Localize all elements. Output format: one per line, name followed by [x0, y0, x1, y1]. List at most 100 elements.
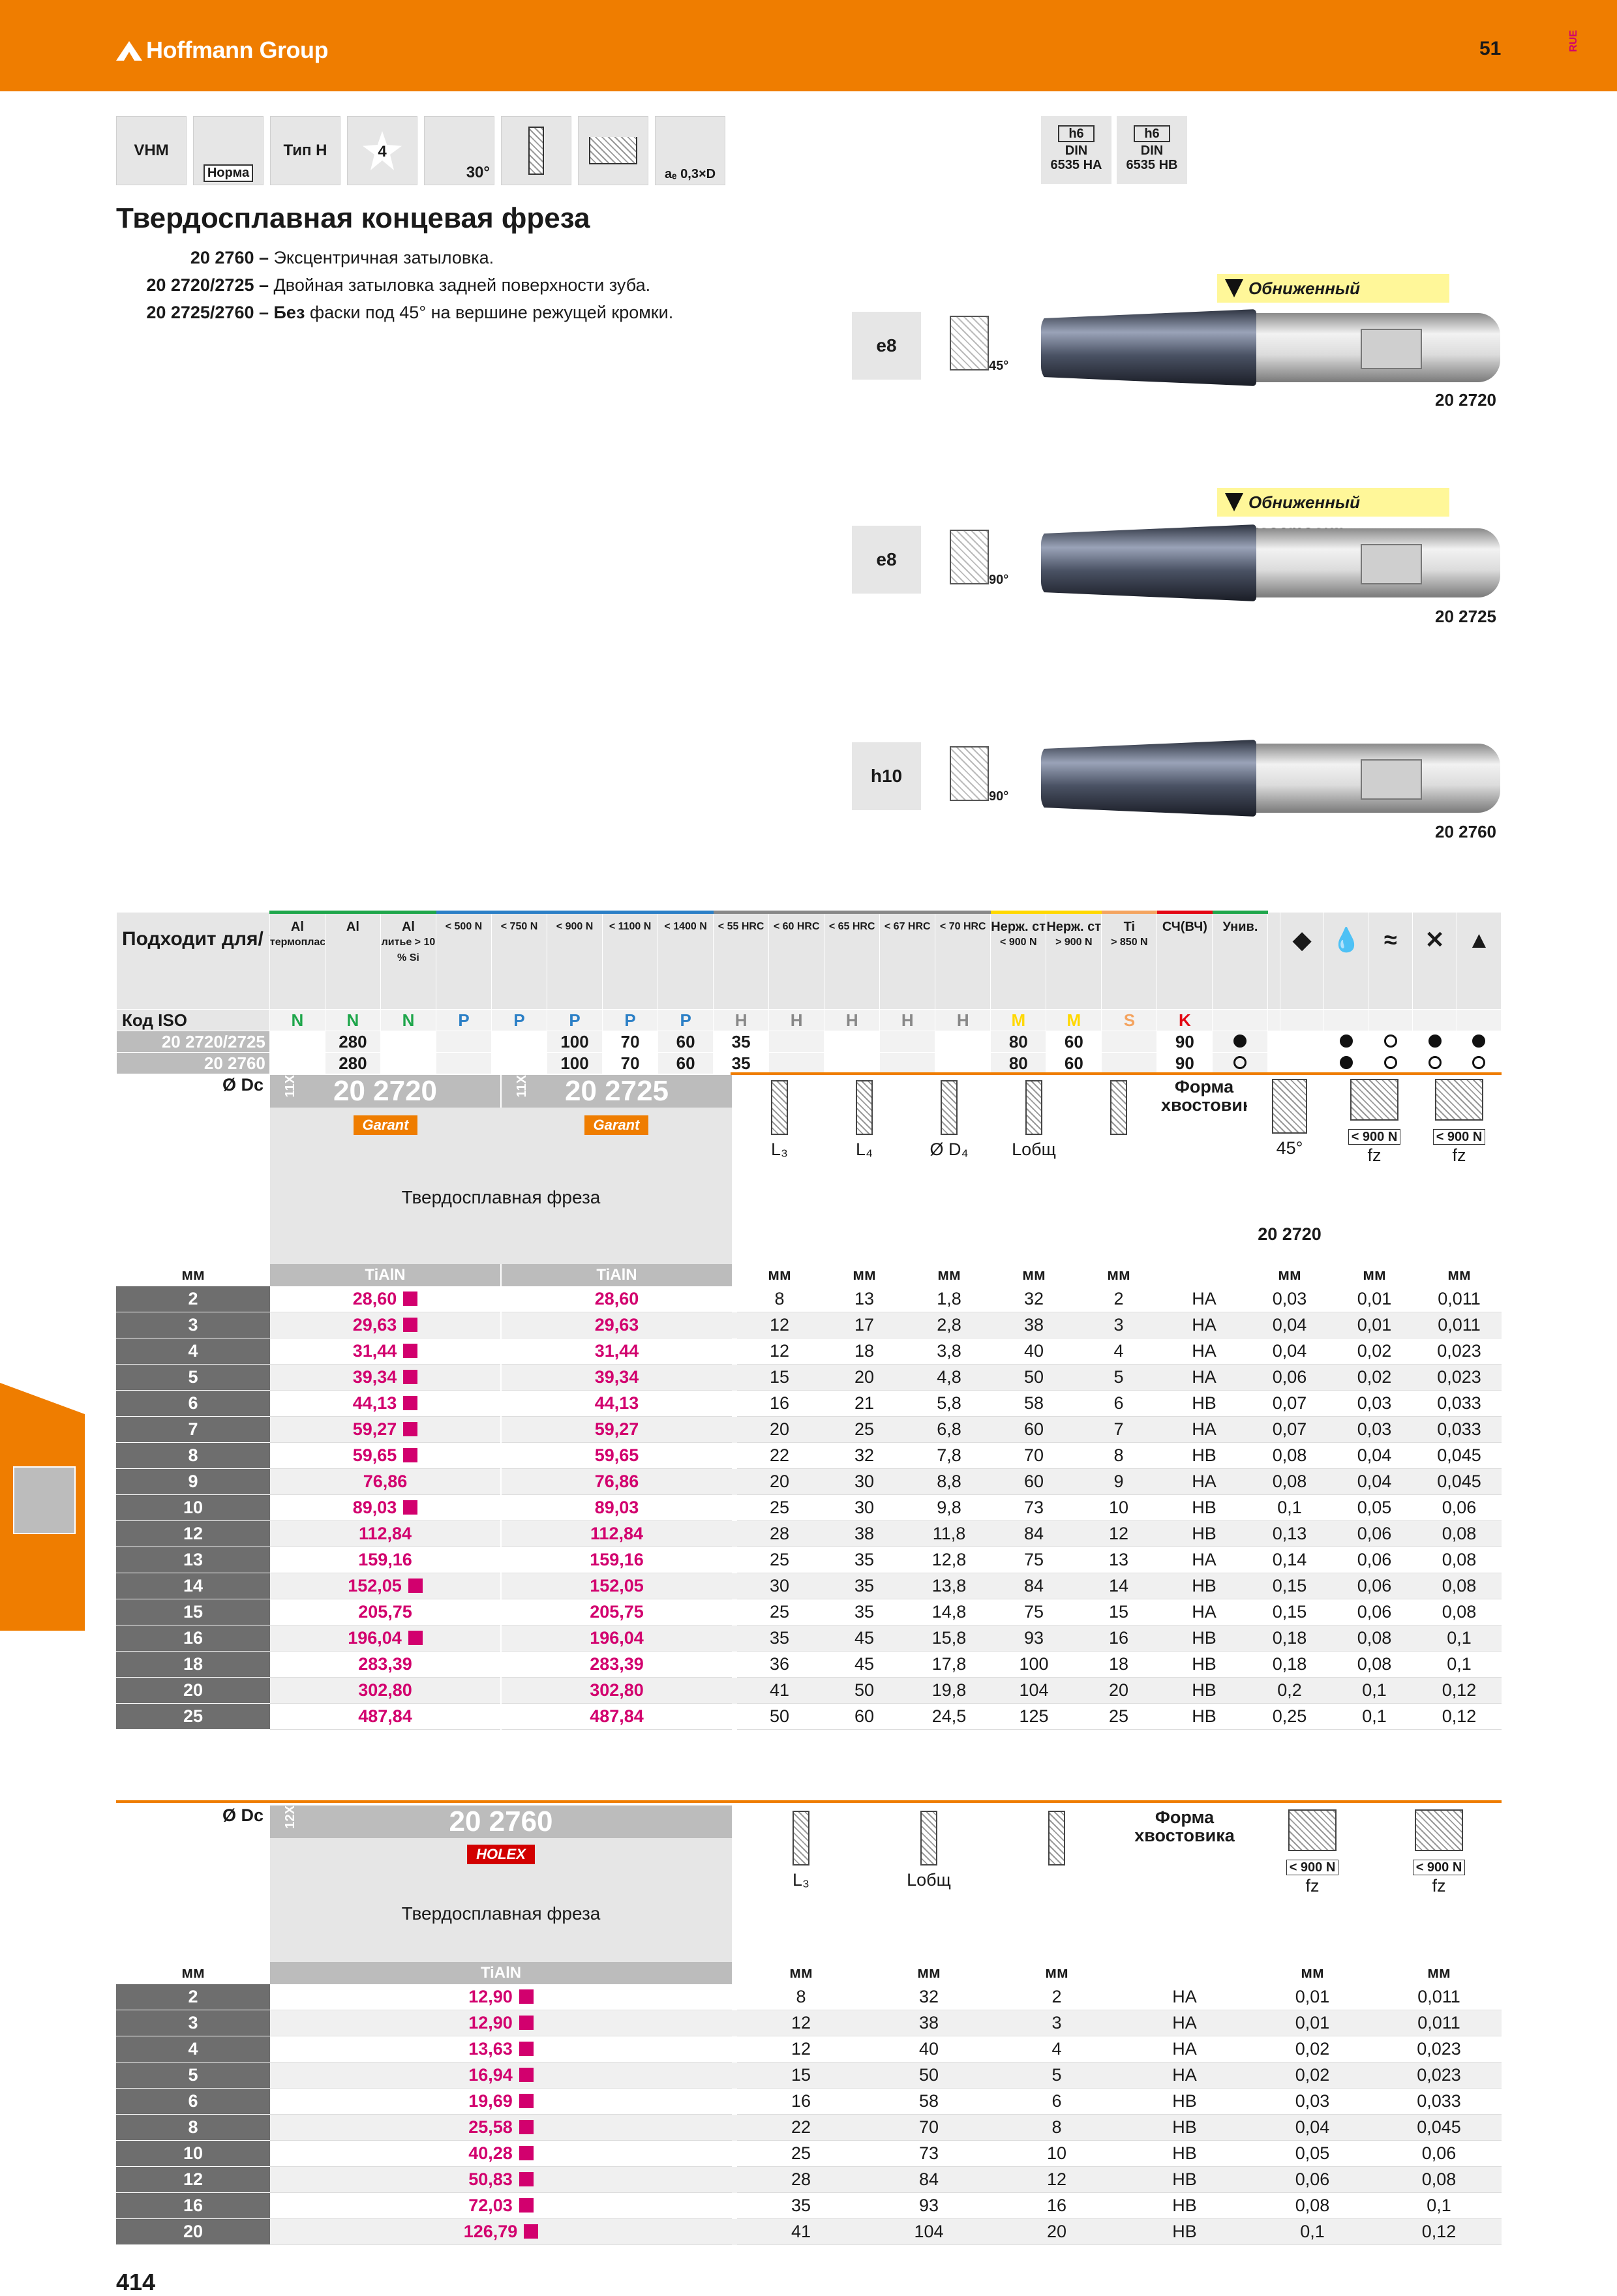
material-name: Нерж. сталь: [1046, 920, 1102, 934]
article-202760[interactable]: 20 2760: [449, 1805, 553, 1837]
iso-code: P: [657, 1009, 714, 1031]
material-name: СЧ(ВЧ): [1162, 920, 1207, 934]
vc-value: 70: [602, 1031, 659, 1053]
cell-c: 0,03: [1247, 1286, 1332, 1312]
price-202725[interactable]: 283,39: [500, 1651, 732, 1678]
cell-lt: 75: [991, 1599, 1076, 1625]
price-202720[interactable]: 59,27: [270, 1416, 501, 1443]
price-202720[interactable]: 196,04: [270, 1625, 501, 1652]
cell-shank: HB: [1121, 2114, 1248, 2141]
cell-l3: 16: [737, 1390, 822, 1417]
price-202725[interactable]: 29,63: [500, 1312, 732, 1338]
price-202725[interactable]: 76,86: [500, 1468, 732, 1495]
chapter-tab[interactable]: [0, 1383, 85, 1631]
price-202760[interactable]: 12,90: [270, 2010, 732, 2036]
material-column: < 1400 N: [657, 911, 714, 1010]
price-202725[interactable]: 89,03: [500, 1494, 732, 1521]
price-202760[interactable]: 50,83: [270, 2166, 732, 2193]
price-202720[interactable]: 31,44: [270, 1338, 501, 1365]
price-202725[interactable]: 159,16: [500, 1547, 732, 1573]
price-202720[interactable]: 28,60: [270, 1286, 501, 1312]
price-202760[interactable]: 12,90: [270, 1984, 732, 2010]
price-202760[interactable]: 19,69: [270, 2088, 732, 2115]
cell-l4: 20: [822, 1364, 907, 1391]
price-202725[interactable]: 31,44: [500, 1338, 732, 1365]
stock-square-icon: [519, 2094, 534, 2108]
stock-square-icon: [519, 1989, 534, 2004]
cell-l3: 30: [737, 1573, 822, 1599]
price-202720[interactable]: 59,65: [270, 1442, 501, 1469]
price-202720[interactable]: 159,16: [270, 1547, 501, 1573]
price-202720[interactable]: 112,84: [270, 1520, 501, 1547]
price-202760[interactable]: 13,63: [270, 2036, 732, 2062]
price-202725[interactable]: 112,84: [500, 1520, 732, 1547]
price-202725[interactable]: 39,34: [500, 1364, 732, 1391]
cell-f1: 0,06: [1248, 2166, 1376, 2193]
cell-c: 0,07: [1247, 1390, 1332, 1417]
price-202720[interactable]: 302,80: [270, 1677, 501, 1704]
price-202725[interactable]: 487,84: [500, 1703, 732, 1730]
price-202725[interactable]: 152,05: [500, 1573, 732, 1599]
price-202720[interactable]: 89,03: [270, 1494, 501, 1521]
vc-value: [435, 1052, 492, 1074]
tool-image-202720[interactable]: [1041, 303, 1500, 394]
material-column: < 55 HRC: [713, 911, 770, 1010]
price-202720[interactable]: 29,63: [270, 1312, 501, 1338]
price-202720[interactable]: 152,05: [270, 1573, 501, 1599]
vc-value: [879, 1031, 936, 1053]
price-202760[interactable]: 72,03: [270, 2192, 732, 2219]
col-ltotal: Lобщ: [865, 1805, 993, 1962]
price-202725[interactable]: 59,65: [500, 1442, 732, 1469]
price-202720[interactable]: 283,39: [270, 1651, 501, 1678]
header-bar: Hoffmann Group 51 RUE: [0, 0, 1617, 91]
price-202720[interactable]: 487,84: [270, 1703, 501, 1730]
price-202720[interactable]: 44,13: [270, 1390, 501, 1417]
article-202725[interactable]: 20 2725: [564, 1075, 669, 1107]
article-202720[interactable]: 20 2720: [333, 1075, 438, 1107]
cell-shank: HB: [1161, 1703, 1247, 1730]
price-202725[interactable]: 196,04: [500, 1625, 732, 1652]
price-202720[interactable]: 205,75: [270, 1599, 501, 1625]
price-202760[interactable]: 16,94: [270, 2062, 732, 2089]
price-202760[interactable]: 25,58: [270, 2114, 732, 2141]
col-shank-form: Форма хвостовика: [1134, 1807, 1235, 1845]
stock-square-icon: [519, 2172, 534, 2186]
cell-f1: 0,04: [1332, 1468, 1417, 1495]
cell-shank: HB: [1161, 1677, 1247, 1704]
cell-l4: 35: [822, 1599, 907, 1625]
cell-l3: 12: [737, 2010, 865, 2036]
price-202725[interactable]: 59,27: [500, 1416, 732, 1443]
material-spec: < 70 HRC: [939, 921, 986, 932]
brand-logo[interactable]: Hoffmann Group: [116, 37, 328, 64]
price-202725[interactable]: 28,60: [500, 1286, 732, 1312]
price-202760[interactable]: 40,28: [270, 2140, 732, 2167]
tool-image-202760[interactable]: [1041, 733, 1500, 824]
cell-c: 0,18: [1247, 1651, 1332, 1678]
cell-lt: 73: [865, 2140, 993, 2167]
price-202720[interactable]: 76,86: [270, 1468, 501, 1495]
material-spec: < 55 HRC: [718, 921, 764, 932]
stock-square-icon: [519, 2042, 534, 2056]
price-value: 39,34: [352, 1367, 397, 1387]
spacer: [732, 2218, 737, 2245]
material-column: Нерж. сталь< 900 N: [990, 911, 1047, 1010]
price-202720[interactable]: 39,34: [270, 1364, 501, 1391]
price-202760[interactable]: 126,79: [270, 2218, 732, 2245]
cell-shank: HA: [1121, 2062, 1248, 2089]
cell-dd: 16: [993, 2192, 1121, 2219]
cell-d4: 11,8: [907, 1520, 991, 1547]
tool-image-202725[interactable]: [1041, 518, 1500, 609]
price-202725[interactable]: 44,13: [500, 1390, 732, 1417]
cell-dd: 2: [993, 1984, 1121, 2010]
spacer: [732, 1652, 737, 1678]
cell-l3: 8: [737, 1286, 822, 1312]
price-202725[interactable]: 205,75: [500, 1599, 732, 1625]
price-202725[interactable]: 302,80: [500, 1677, 732, 1704]
diameter-cell: 20: [116, 2218, 270, 2245]
